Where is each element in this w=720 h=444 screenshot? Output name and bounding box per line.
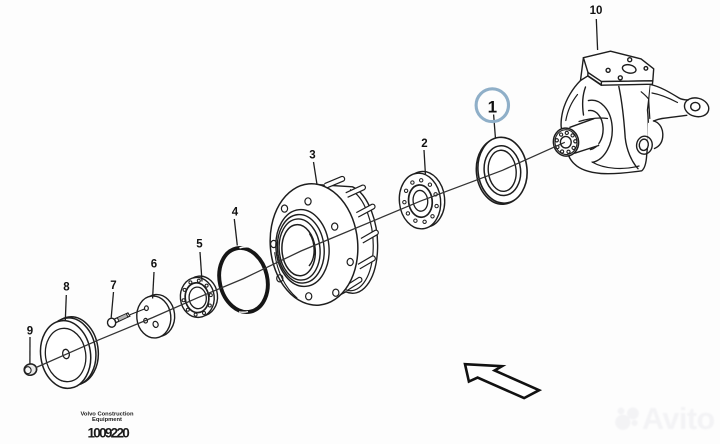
svg-text:5: 5	[196, 239, 203, 251]
svg-text:7: 7	[110, 280, 116, 292]
svg-text:2: 2	[421, 138, 427, 150]
svg-text:6: 6	[151, 259, 157, 271]
svg-text:8: 8	[63, 281, 70, 293]
svg-text:9: 9	[27, 326, 33, 338]
svg-text:Avito: Avito	[642, 402, 715, 436]
svg-text:Equipment: Equipment	[92, 417, 122, 423]
svg-text:1: 1	[488, 98, 497, 117]
svg-text:1009220: 1009220	[87, 426, 129, 441]
svg-text:3: 3	[309, 150, 315, 162]
svg-text:10: 10	[590, 5, 603, 17]
svg-text:Volvo Construction: Volvo Construction	[80, 412, 133, 418]
svg-text:4: 4	[232, 206, 239, 218]
